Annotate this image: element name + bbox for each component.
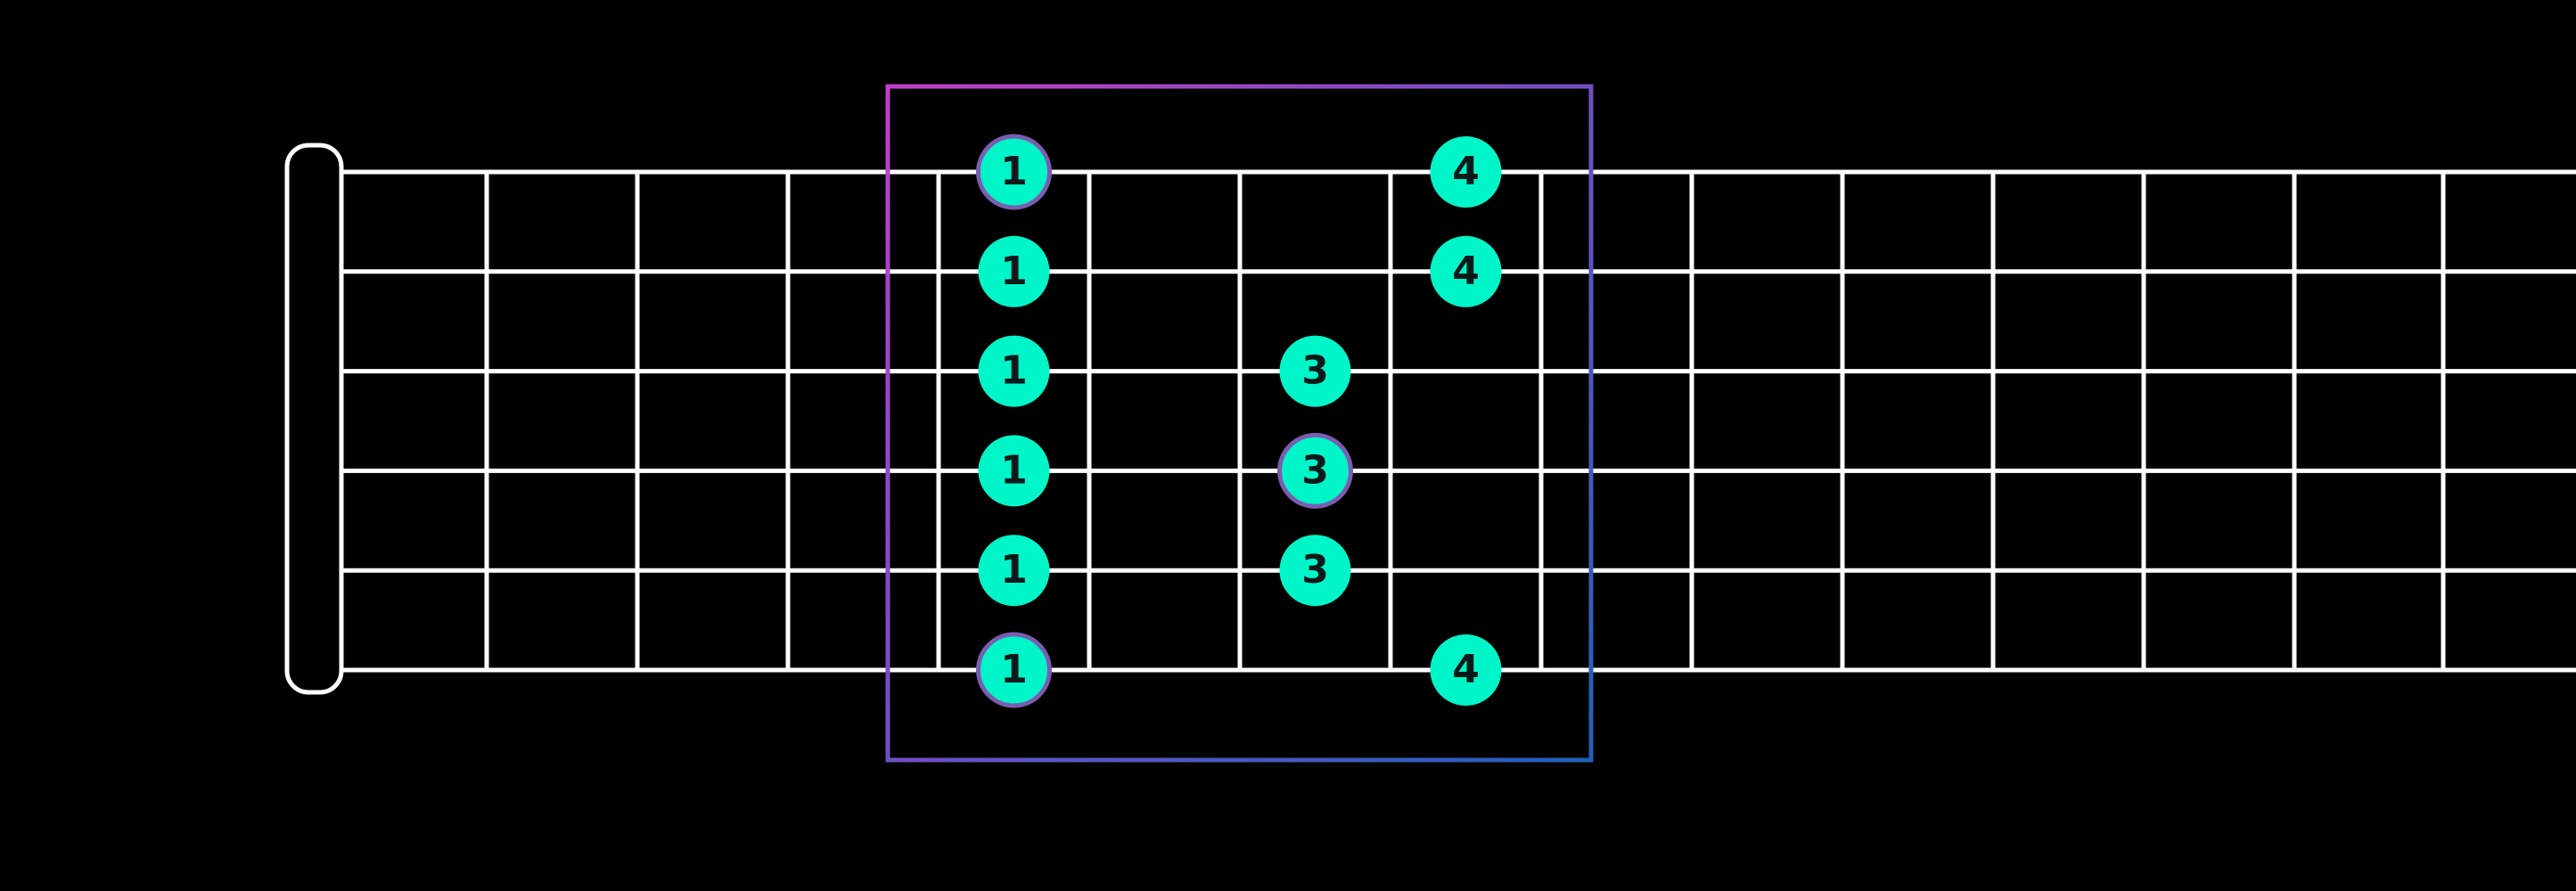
root-note-marker: 1 — [976, 632, 1052, 708]
note-dot — [976, 134, 1052, 210]
note-marker: 3 — [1279, 535, 1351, 607]
frets — [484, 172, 2446, 670]
finger-label: 1 — [1000, 348, 1028, 394]
note-marker: 4 — [1430, 634, 1502, 706]
note-marker: 4 — [1430, 136, 1502, 208]
note-dot — [978, 235, 1050, 307]
finger-label: 1 — [1000, 447, 1028, 493]
position-box — [885, 84, 1594, 763]
note-dot — [1277, 432, 1353, 509]
nut — [284, 143, 344, 695]
note-marker: 1 — [978, 435, 1050, 507]
note-dot — [976, 632, 1052, 708]
note-dot — [1279, 535, 1351, 607]
finger-label: 3 — [1301, 348, 1329, 394]
note-marker: 1 — [978, 335, 1050, 407]
finger-label: 3 — [1301, 447, 1329, 493]
finger-label: 4 — [1452, 249, 1480, 294]
note-dot — [1430, 634, 1502, 706]
root-note-marker: 1 — [976, 134, 1052, 210]
note-marker: 1 — [978, 235, 1050, 307]
notes: 1 4 1 4 1 3 1 3 1 3 1 4 — [976, 134, 1502, 708]
note-dot — [1279, 335, 1351, 407]
finger-label: 1 — [1000, 547, 1028, 593]
nut — [284, 143, 344, 695]
finger-label: 1 — [1000, 647, 1028, 692]
note-marker: 1 — [978, 535, 1050, 607]
position-box-outline — [885, 84, 1594, 763]
note-dot — [978, 435, 1050, 507]
finger-label: 3 — [1301, 547, 1329, 593]
finger-label: 4 — [1452, 647, 1480, 692]
note-dot — [978, 535, 1050, 607]
note-dot — [1430, 235, 1502, 307]
note-marker: 4 — [1430, 235, 1502, 307]
finger-label: 1 — [1000, 149, 1028, 194]
finger-label: 1 — [1000, 249, 1028, 294]
note-dot — [978, 335, 1050, 407]
root-note-marker: 3 — [1277, 432, 1353, 509]
note-marker: 3 — [1279, 335, 1351, 407]
finger-label: 4 — [1452, 149, 1480, 194]
note-dot — [1430, 136, 1502, 208]
